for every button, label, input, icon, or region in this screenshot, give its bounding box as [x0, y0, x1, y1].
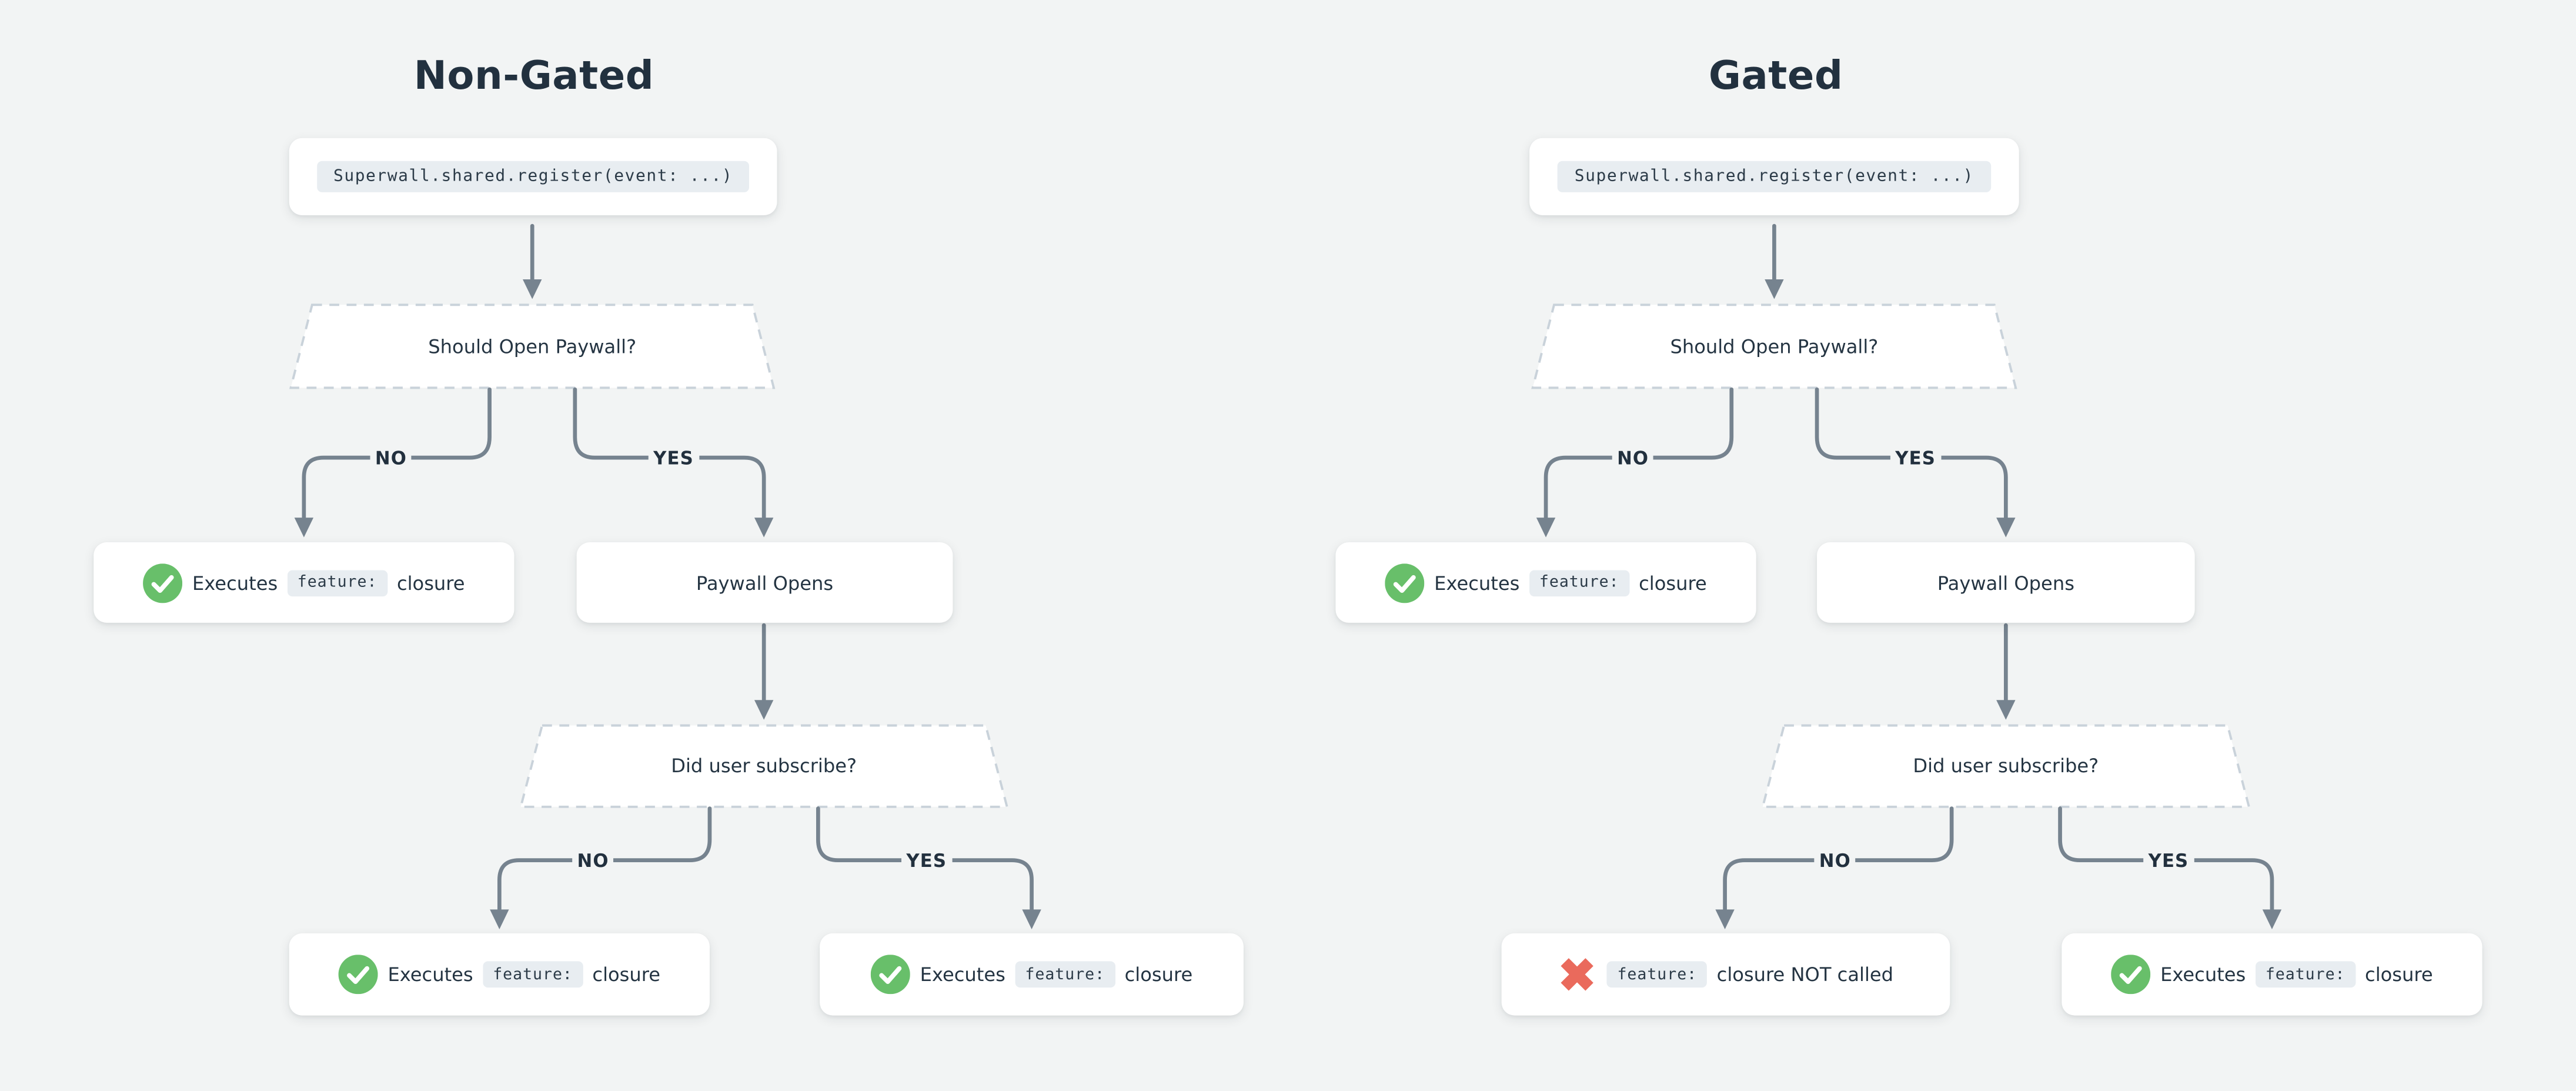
- result-prefix: Executes: [387, 963, 473, 986]
- check-icon: [1385, 562, 1425, 602]
- check-icon: [338, 955, 378, 995]
- check-icon: [2111, 955, 2151, 995]
- result-prefix: Executes: [2160, 963, 2246, 986]
- feature-chip: feature:: [1015, 961, 1115, 988]
- check-icon: [870, 955, 910, 995]
- branch-label-yes: YES: [648, 446, 699, 469]
- gated-decision2-trapezoid: [1761, 724, 2251, 808]
- nongated-decision2-no-arrowhead: [490, 909, 509, 929]
- branch-label-no: NO: [370, 446, 412, 469]
- nongated-decision1-no-arrowhead: [294, 518, 314, 538]
- result-node-executes-feature-closure: Executes feature: closure: [93, 542, 514, 623]
- result-suffix: closure: [1124, 963, 1193, 986]
- branch-label-no: NO: [1612, 446, 1654, 469]
- nongated-code-to-decision1-arrowhead: [523, 279, 542, 299]
- feature-chip: feature:: [287, 569, 387, 596]
- result-suffix: closure: [592, 963, 661, 986]
- result-node-executes-feature-closure: Executes feature: closure: [289, 933, 710, 1016]
- nongated-decision2-yes-arrowhead: [1022, 909, 1041, 929]
- feature-chip: feature:: [483, 961, 583, 988]
- column-title-non-gated: Non-Gated: [413, 52, 654, 99]
- result-prefix: Executes: [192, 570, 278, 594]
- register-code-snippet: Superwall.shared.register(event: ...): [317, 161, 750, 192]
- result-node-executes-feature-closure: Executes feature: closure: [1335, 542, 1756, 623]
- feature-chip: feature:: [1607, 961, 1707, 988]
- result-suffix: closure: [396, 570, 465, 594]
- register-code-node: Superwall.shared.register(event: ...): [289, 138, 777, 216]
- paywall-opens-node: Paywall Opens: [576, 542, 953, 623]
- nongated-decision1-trapezoid: [289, 303, 776, 389]
- paywall-opens-label: Paywall Opens: [696, 570, 834, 594]
- gated-code-to-decision1-arrowhead: [1765, 279, 1784, 299]
- result-node-executes-feature-closure: Executes feature: closure: [2062, 933, 2483, 1016]
- branch-label-no: NO: [572, 849, 614, 871]
- result-node-executes-feature-closure: Executes feature: closure: [820, 933, 1244, 1016]
- gated-decision1-yes-arrowhead: [1996, 518, 2016, 538]
- gated-decision2-yes-arrowhead: [2262, 909, 2282, 929]
- feature-chip: feature:: [1529, 569, 1629, 596]
- result-node-closure-not-called: feature: closure NOT called: [1501, 933, 1950, 1016]
- nongated-paywall-to-decision2-arrowhead: [754, 700, 774, 720]
- paywall-opens-node: Paywall Opens: [1817, 542, 2195, 623]
- result-suffix: closure NOT called: [1716, 963, 1894, 986]
- gated-decision2-no-arrowhead: [1715, 909, 1735, 929]
- result-prefix: Executes: [1434, 570, 1520, 594]
- column-title-gated: Gated: [1708, 52, 1843, 99]
- register-code-node: Superwall.shared.register(event: ...): [1529, 138, 2019, 216]
- result-suffix: closure: [2365, 963, 2433, 986]
- paywall-opens-label: Paywall Opens: [1937, 570, 2074, 594]
- nongated-decision1-yes-arrowhead: [754, 518, 774, 538]
- branch-label-yes: YES: [2143, 849, 2194, 871]
- branch-label-yes: YES: [1890, 446, 1941, 469]
- register-code-snippet: Superwall.shared.register(event: ...): [1558, 161, 1990, 192]
- gated-paywall-to-decision2-arrowhead: [1996, 700, 2016, 720]
- nongated-decision2-trapezoid: [519, 724, 1009, 808]
- result-prefix: Executes: [920, 963, 1005, 986]
- branch-label-no: NO: [1814, 849, 1856, 871]
- gated-decision1-trapezoid: [1531, 303, 2017, 389]
- gated-decision1-no-arrowhead: [1536, 518, 1556, 538]
- branch-label-yes: YES: [901, 849, 952, 871]
- check-icon: [143, 562, 183, 602]
- result-suffix: closure: [1639, 570, 1707, 594]
- cross-icon: [1561, 958, 1595, 991]
- feature-chip: feature:: [2256, 961, 2356, 988]
